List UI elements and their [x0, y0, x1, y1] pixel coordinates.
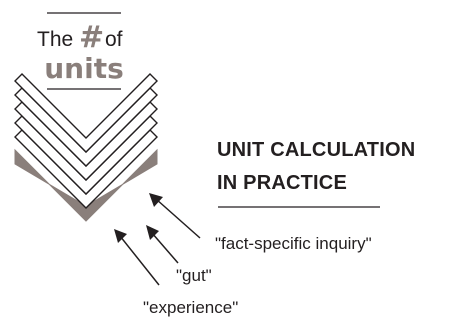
- heading-block: UNIT CALCULATION IN PRACTICE: [217, 139, 415, 208]
- labels: "fact-specific inquiry" "gut" "experienc…: [143, 234, 372, 317]
- heading-line-1: UNIT CALCULATION: [217, 139, 415, 161]
- label-experience: "experience": [143, 298, 238, 317]
- arrow-fact-specific-inquiry: [149, 193, 201, 239]
- chevron-stack: [14, 73, 158, 222]
- chevron-layer-1: [14, 73, 158, 153]
- label-fact-specific-inquiry: "fact-specific inquiry": [215, 234, 372, 253]
- arrow-experience: [114, 229, 160, 286]
- arrow-gut: [146, 225, 179, 264]
- heading-line-2: IN PRACTICE: [217, 172, 347, 194]
- title-the: The: [37, 28, 73, 51]
- label-gut: "gut": [176, 266, 212, 285]
- title-units: units: [44, 52, 124, 85]
- title-of: of: [105, 28, 123, 51]
- title-block: The # of units: [37, 12, 124, 90]
- title-hash: #: [79, 20, 104, 55]
- arrows: [114, 193, 201, 286]
